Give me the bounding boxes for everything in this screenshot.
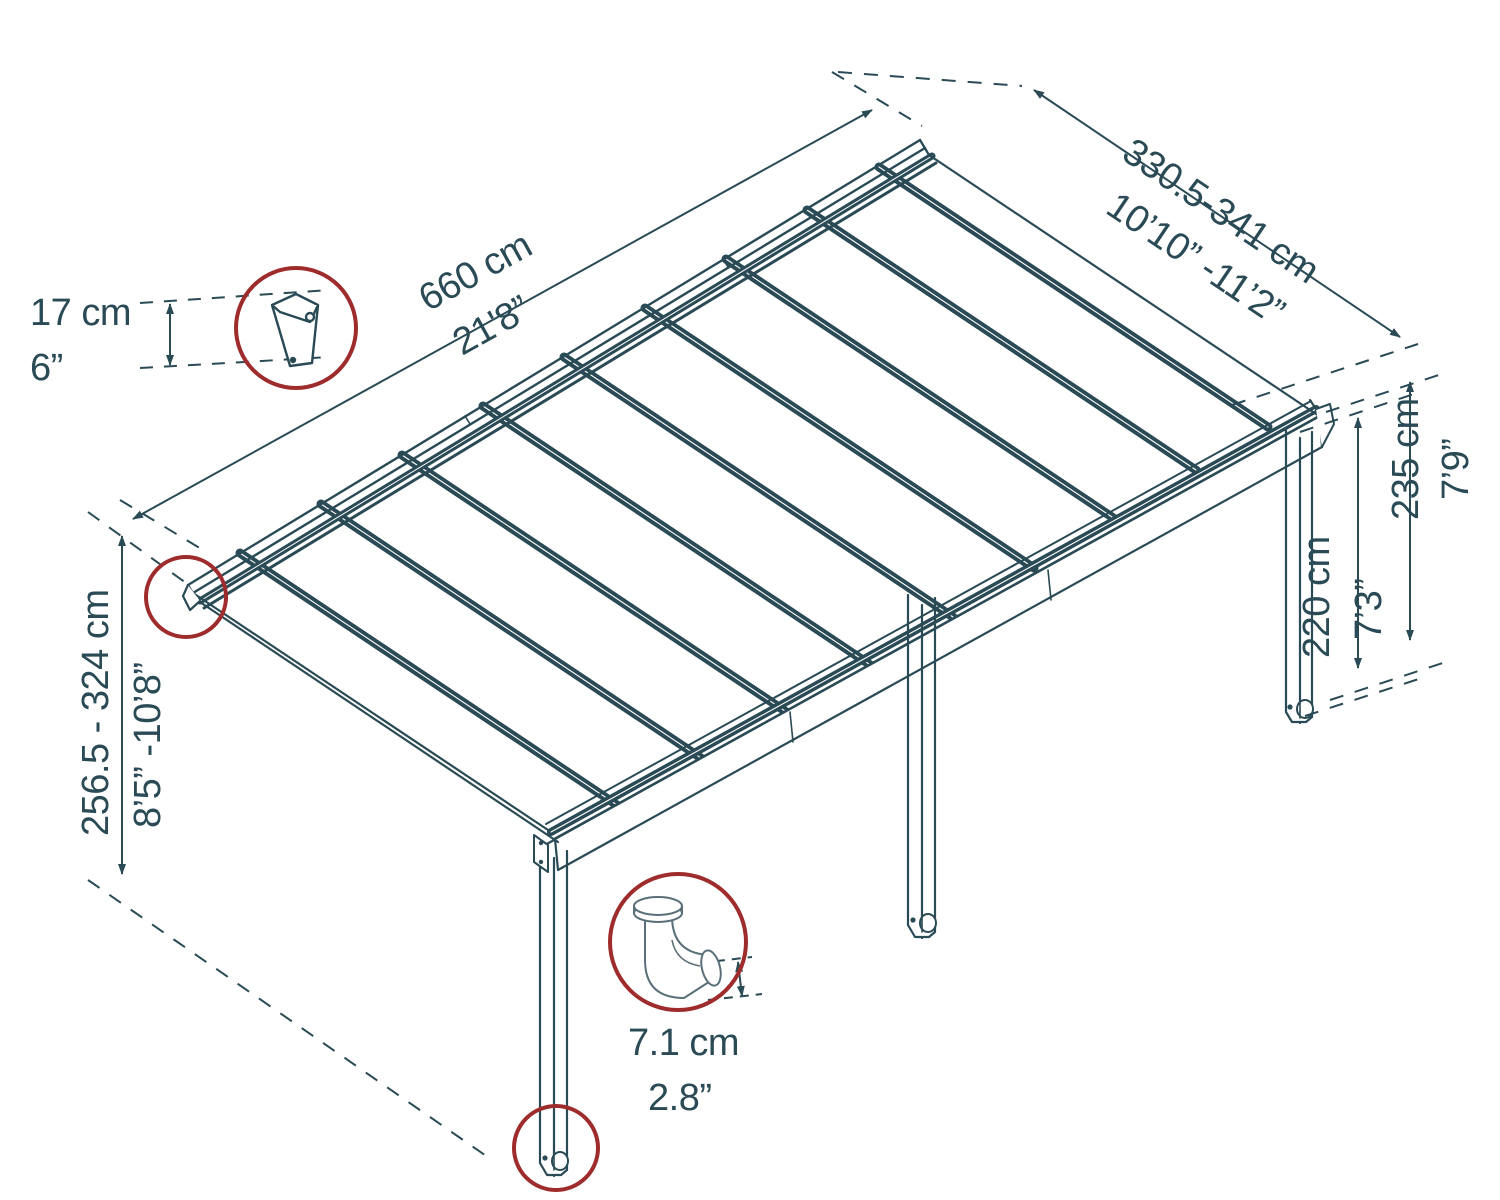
dim-line-width (119, 71, 923, 554)
dim-line-front-height (1325, 371, 1453, 701)
callout-post-base (512, 1104, 600, 1192)
post-middle (906, 593, 937, 940)
callout-drain-elbow (608, 872, 748, 1012)
label-post-height-metric: 220 cm (1296, 536, 1338, 658)
label-drain-imperial: 2.8” (648, 1077, 711, 1119)
wall-bracket-icon (270, 292, 320, 368)
label-post-height-imperial: 7’3” (1348, 579, 1390, 640)
label-wall-height-imperial: 8’5” -10’8” (127, 662, 169, 828)
dim-line-depth (837, 71, 1419, 406)
callout-roof-corner (144, 555, 228, 639)
callout-wall-bracket (234, 266, 358, 390)
dim-line-wall-height (87, 511, 493, 1161)
label-bracket-metric: 17 cm (30, 292, 131, 334)
dim-line-post-height (1299, 391, 1429, 717)
post-right (1284, 426, 1314, 725)
drain-elbow-icon (633, 896, 722, 999)
dim-line-bracket-height (139, 289, 331, 369)
label-front-height-metric: 235 cm (1385, 398, 1427, 520)
label-drain-metric: 7.1 cm (628, 1022, 739, 1064)
roof-left-edge (181, 583, 560, 844)
label-bracket-imperial: 6” (30, 347, 63, 389)
label-wall-height-metric: 256.5 - 324 cm (75, 590, 117, 836)
label-front-height-imperial: 7’9” (1435, 439, 1477, 500)
post-left (533, 834, 569, 1178)
